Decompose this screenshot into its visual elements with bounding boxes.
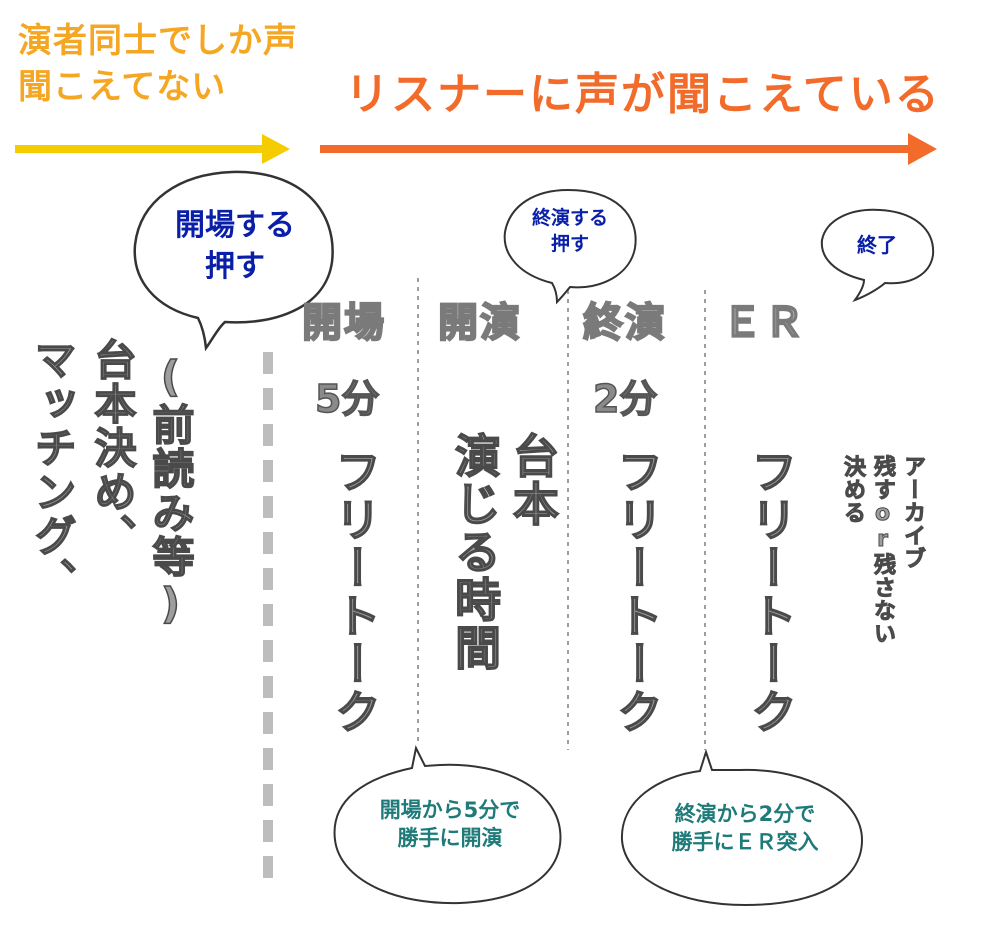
- phase-body-show-act: 演じる時間: [447, 431, 503, 673]
- left-col-script: 台本決め、: [87, 337, 138, 559]
- phase-label-open: 開場: [301, 299, 386, 347]
- bubble-open-push-line1: 開場する: [175, 208, 295, 243]
- header-online-label: リスナーに声が聞こえている: [345, 69, 941, 120]
- header-offline-label: 演者同士でしか声聞こえてない: [18, 21, 298, 107]
- bubble-open-push: [133, 170, 334, 352]
- left-col-matching: マッチング、: [27, 337, 78, 603]
- bubble-auto-er: [620, 748, 864, 907]
- bubble-auto-start-line1: 開場から5分で: [379, 798, 521, 822]
- bubble-end-push: [503, 188, 637, 305]
- left-col-preread: (前読み等): [145, 351, 196, 631]
- phase-label-end: 終演: [582, 299, 667, 347]
- bubble-end-push-line2: 押す: [550, 232, 589, 255]
- bubble-auto-start-line2: 勝手に開演: [397, 826, 503, 851]
- bubble-auto-er-text: 終演から2分で 勝手にＥＲ突入: [628, 800, 862, 857]
- er-note-keep: 残すor残さない: [870, 455, 896, 646]
- bubble-open-push-line2: 押す: [205, 248, 265, 284]
- bubble-end-push-line1: 終演する: [531, 207, 608, 229]
- bubble-finish: [820, 208, 935, 303]
- phase-duration-end: 2分: [592, 376, 658, 422]
- phase-body-end: フリートーク: [609, 447, 665, 737]
- bubble-auto-er-line2: 勝手にＥＲ突入: [671, 830, 819, 855]
- phase-label-er: ＥＲ: [721, 299, 806, 347]
- bubble-end-push-text: 終演する 押す: [505, 206, 635, 257]
- bubble-auto-start: [333, 744, 562, 905]
- er-note-decide: 決める: [840, 455, 866, 525]
- online-arrow: [320, 133, 937, 165]
- bubble-finish-text: 終了: [857, 233, 897, 257]
- bubble-auto-start-text: 開場から5分で 勝手に開演: [340, 796, 560, 853]
- phase-body-er: フリートーク: [743, 447, 799, 737]
- offline-arrow: [15, 134, 290, 164]
- bubble-auto-er-line1: 終演から2分で: [674, 802, 816, 826]
- phase-duration-open: 5分: [314, 376, 380, 422]
- er-note-archive: アーカイブ: [900, 455, 926, 571]
- phase-label-show: 開演: [437, 299, 522, 347]
- bubble-open-push-text: 開場する 押す: [140, 206, 330, 287]
- phase-body-open: フリートーク: [327, 447, 383, 737]
- phase-body-show-script: 台本: [505, 431, 561, 529]
